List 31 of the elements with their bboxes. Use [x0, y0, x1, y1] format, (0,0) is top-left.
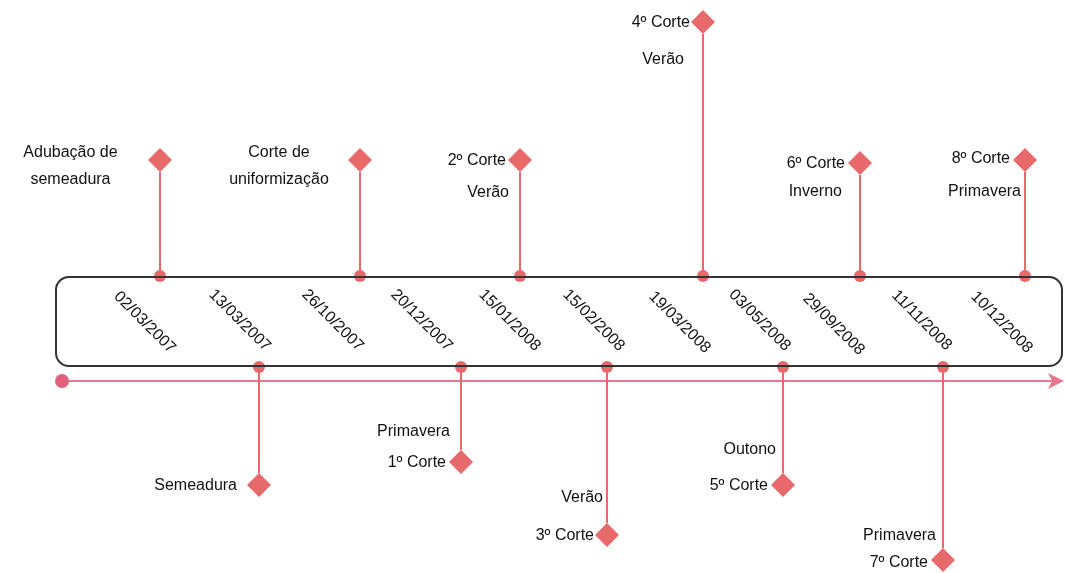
event-label: Adubação de semeadura: [22, 142, 119, 189]
connector-line: [455, 361, 467, 451]
event-label: Verão: [561, 487, 603, 507]
event-label: 2º Corte: [447, 150, 506, 170]
event-label: Semeadura: [154, 475, 237, 495]
connector-line: [253, 361, 265, 474]
connector-line: [154, 171, 166, 282]
connector-line: [354, 171, 366, 282]
connector-line: [601, 361, 613, 524]
event-label: Corte de uniformização: [228, 142, 330, 189]
event-label: Primavera: [948, 181, 1021, 201]
event-label: 6º Corte: [786, 153, 845, 173]
connector-line: [697, 33, 709, 282]
event-label: 4º Corte: [631, 12, 690, 32]
event-label: Primavera: [377, 421, 450, 441]
connector-line: [514, 171, 526, 282]
event-label: 5º Corte: [709, 475, 768, 495]
timeline-band: [55, 276, 1063, 367]
event-label: 3º Corte: [535, 525, 594, 545]
event-label: 7º Corte: [869, 552, 928, 572]
event-label: Outono: [723, 439, 776, 459]
event-label: Verão: [642, 49, 684, 69]
event-label: Primavera: [863, 525, 936, 545]
connector-line: [937, 361, 949, 549]
event-label: Inverno: [788, 181, 842, 201]
event-label: Verão: [467, 182, 509, 202]
event-label: 1º Corte: [387, 452, 446, 472]
connector-line: [854, 174, 866, 282]
event-label: 8º Corte: [951, 148, 1010, 168]
connector-line: [777, 361, 789, 474]
connector-line: [1019, 171, 1031, 282]
